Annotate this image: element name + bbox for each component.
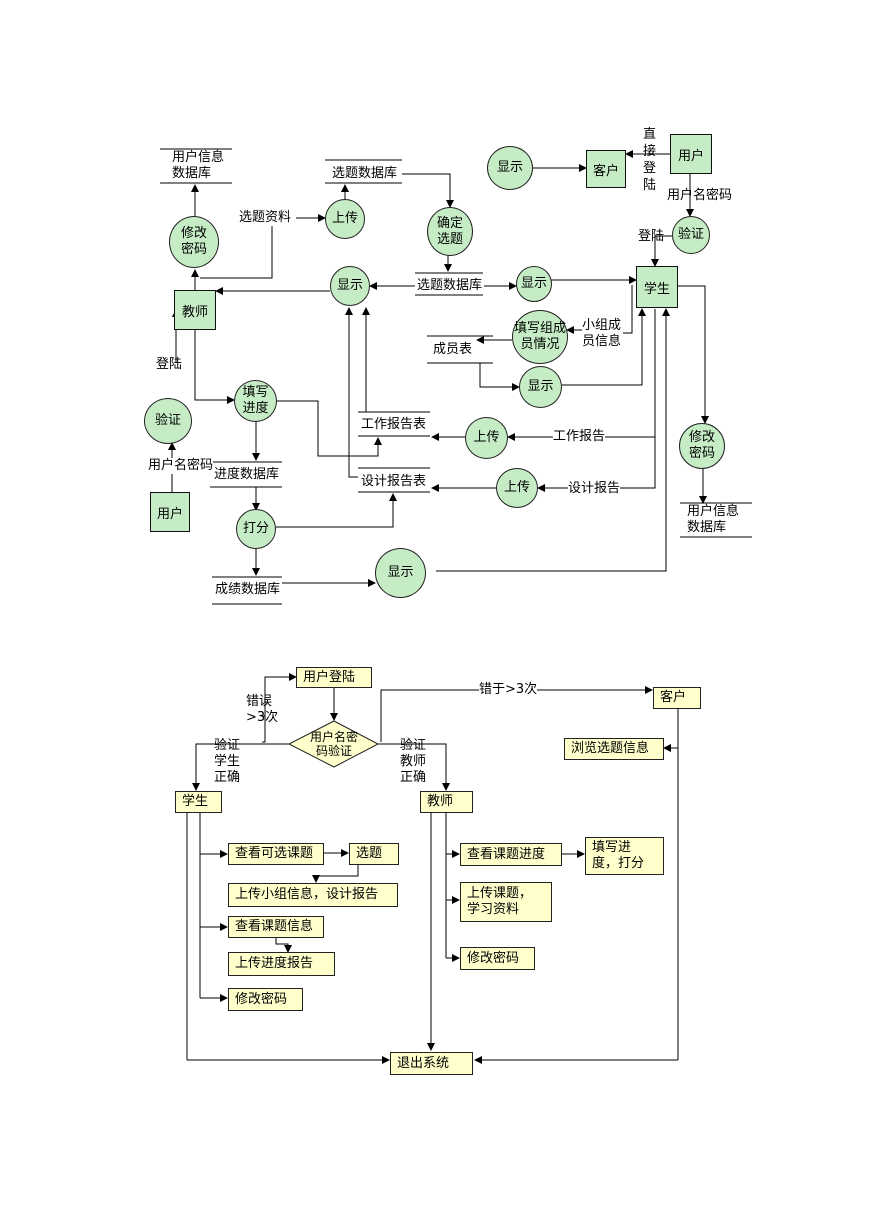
- user-db-store-right: 用户信息 数据库: [687, 504, 740, 535]
- user-entity-top: 用户: [670, 134, 712, 174]
- display-client-process: 显示: [487, 146, 533, 190]
- student-entity: 学生: [636, 266, 678, 308]
- display-teacher-process: 显示: [330, 266, 370, 306]
- group-member-info-label: 小组成 员信息: [582, 318, 622, 349]
- view-topic-info-box: 查看课题信息: [228, 916, 324, 938]
- verify-student-label: 验证 学生 正确: [214, 738, 241, 785]
- upload-group-box: 上传小组信息，设计报告: [228, 883, 398, 907]
- change-pwd-teacher-box: 修改密码: [460, 947, 535, 970]
- verify-process-left: 验证: [144, 398, 192, 444]
- work-report-store: 工作报告表: [361, 417, 427, 432]
- topic-db-store-mid: 选题数据库: [417, 278, 483, 293]
- display-members-process: 显示: [519, 366, 562, 408]
- login-label-left: 登陆: [156, 357, 183, 372]
- user-entity-left: 用户: [150, 492, 190, 532]
- display-student-process: 显示: [516, 266, 552, 302]
- upload-progress-box: 上传进度报告: [228, 952, 335, 976]
- display-grade-process: 显示: [375, 548, 426, 598]
- student-box: 学生: [175, 791, 222, 813]
- teacher-box: 教师: [420, 791, 473, 813]
- topic-material-label: 选题资料: [239, 210, 292, 226]
- verify-diamond-label: 用户名密 码验证: [309, 730, 358, 758]
- design-report-store: 设计报告表: [361, 474, 427, 489]
- topic-db-store-top: 选题数据库: [332, 166, 398, 181]
- grade-process: 打分: [236, 509, 276, 549]
- fill-members-process: 填写组成 员情况: [512, 310, 568, 364]
- grade-db-store: 成绩数据库: [215, 582, 281, 597]
- change-pwd-process-left: 修改 密码: [169, 216, 219, 268]
- fill-grade-box: 填写进 度，打分: [585, 837, 664, 875]
- error-3-label: 错误 >3次: [246, 694, 279, 725]
- login-label-right: 登陆: [638, 229, 665, 244]
- fill-progress-process: 填写 进度: [234, 380, 277, 422]
- verify-diamond-shape: [287, 720, 380, 768]
- username-pwd-label-top: 用户名密码: [667, 188, 733, 203]
- browse-topics-box: 浏览选题信息: [564, 738, 664, 760]
- user-db-store: 用户信息 数据库: [172, 150, 225, 181]
- verify-process-right: 验证: [672, 216, 710, 254]
- verify-teacher-label: 验证 教师 正确: [400, 738, 427, 785]
- direct-login-label: 直 接 登 陆: [643, 127, 657, 193]
- user-login-box: 用户登陆: [296, 667, 372, 688]
- change-pwd-process-right: 修改 密码: [679, 423, 725, 469]
- view-progress-box: 查看课题进度: [460, 843, 562, 866]
- teacher-entity: 教师: [174, 290, 216, 330]
- design-report-label: 设计报告: [568, 481, 621, 497]
- client-entity: 客户: [586, 150, 626, 188]
- username-pwd-label-left: 用户名密码: [148, 458, 214, 474]
- error-more-3-label: 错于>3次: [479, 682, 538, 698]
- exit-system-box: 退出系统: [390, 1052, 473, 1075]
- upload-design-process: 上传: [496, 468, 538, 508]
- work-report-label: 工作报告: [553, 429, 606, 445]
- select-topic-box: 选题: [349, 843, 399, 865]
- member-table-store: 成员表: [433, 342, 473, 357]
- change-pwd-student-box: 修改密码: [228, 988, 303, 1011]
- upload-topic-process: 上传: [325, 199, 365, 239]
- upload-work-process: 上传: [465, 417, 508, 459]
- view-optional-box: 查看可选课题: [228, 843, 324, 865]
- client-box: 客户: [653, 687, 701, 709]
- upload-material-box: 上传课题， 学习资料: [460, 882, 552, 922]
- confirm-topic-process: 确定 选题: [427, 207, 473, 256]
- progress-db-store: 进度数据库: [214, 467, 280, 482]
